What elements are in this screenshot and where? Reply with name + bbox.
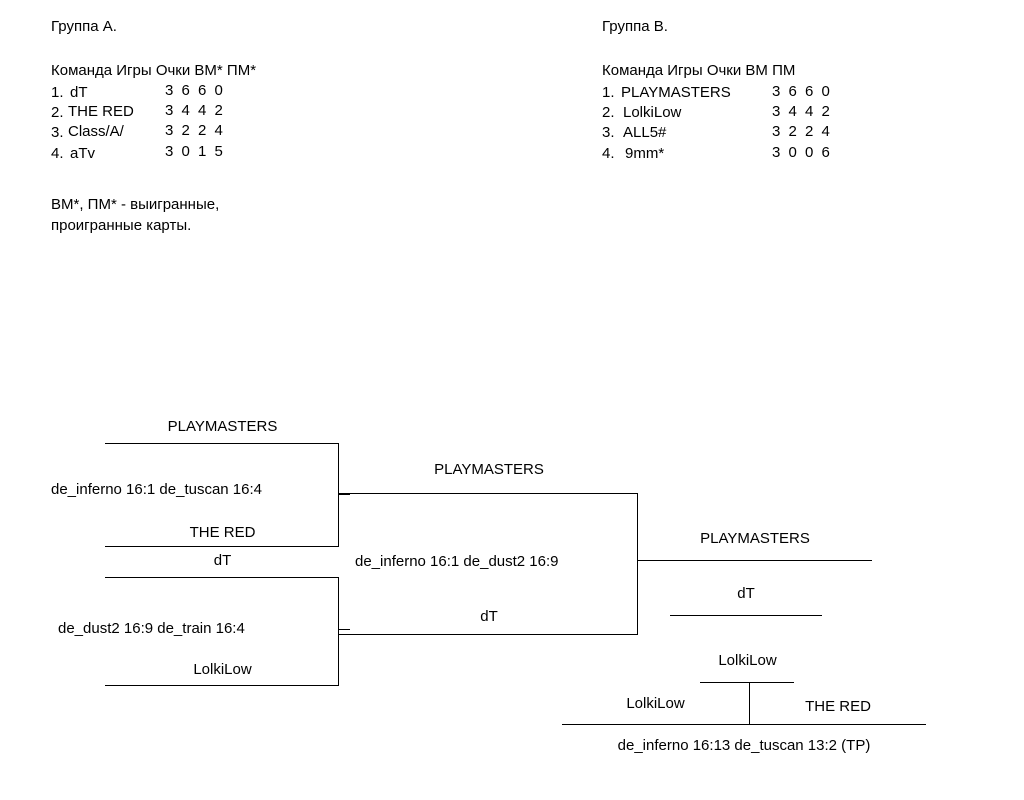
semi-top-bottom-team-label: THE RED [189,524,256,541]
semi-bottom-to-final-stub [338,629,350,630]
final-lower-line [339,634,638,635]
semi-bottom-score: de_dust2 16:9 de_train 16:4 [58,620,245,637]
runner-up-label: dT [737,585,755,602]
semi-bottom-right-connector [338,577,339,686]
table-row-team: aTv [70,145,96,162]
table-row-stats: 3 2 2 4 [165,122,225,139]
table-row-rank: 1. [602,84,615,101]
group-a-table-header: Команда Игры Очки ВМ* ПМ* [51,62,257,79]
third-place-left-team-label: LolkiLow [626,695,685,712]
semi-bottom-bottom-team-label: LolkiLow [193,661,252,678]
semi-bottom-team-label: dT [213,552,232,569]
table-row-team: PLAYMASTERS [621,84,731,101]
table-row-stats: 3 0 0 6 [772,144,832,161]
semi-bottom-lower-line [105,685,339,686]
table-row-stats: 3 4 4 2 [165,102,225,119]
champion-label: PLAYMASTERS [700,530,810,547]
semi-top-right-connector [338,443,339,547]
table-row-team: dT [70,84,88,101]
legend-note-line-1: ВМ*, ПМ* - выигранные, [51,196,220,213]
semi-top-lower-line [105,546,339,547]
semi-bottom-upper-line [105,577,339,578]
final-left-team-label: PLAYMASTERS [434,461,544,478]
third-place-divider [749,682,750,724]
champion-line [638,560,872,561]
table-row-stats: 3 0 1 5 [165,143,225,160]
runner-up-line [670,615,822,616]
semi-top-team-label: PLAYMASTERS [167,418,278,435]
table-row-stats: 3 4 4 2 [772,103,832,120]
table-row-rank: 2. [51,104,64,121]
table-row-stats: 3 6 6 0 [772,83,832,100]
third-place-score: de_inferno 16:13 de_tuscan 13:2 (TP) [617,737,871,754]
table-row-team: 9mm* [625,145,665,162]
table-row-team: Class/A/ [68,123,124,140]
group-b-table-header: Команда Игры Очки ВМ ПМ [602,62,796,79]
table-row-rank: 4. [602,145,615,162]
final-right-connector [637,493,638,635]
final-upper-line [339,493,638,494]
third-place-winner-label: LolkiLow [718,652,777,669]
semi-top-score: de_inferno 16:1 de_tuscan 16:4 [51,481,263,498]
table-row-stats: 3 2 2 4 [772,123,832,140]
third-place-right-team-label: THE RED [805,698,871,715]
table-row-rank: 4. [51,145,64,162]
final-score: de_inferno 16:1 de_dust2 16:9 [355,553,559,570]
table-row-team: THE RED [68,103,134,120]
group-a-title: Группа А. [51,18,117,35]
group-b-title: Группа В. [602,18,668,35]
third-place-base-line [562,724,926,725]
semi-top-to-final-stub [338,494,350,495]
table-row-team: ALL5# [623,124,667,141]
table-row-rank: 2. [602,104,615,121]
third-place-winner-line [700,682,794,683]
table-row-rank: 3. [602,124,615,141]
table-row-stats: 3 6 6 0 [165,82,225,99]
table-row-rank: 3. [51,124,64,141]
legend-note-line-2: проигранные карты. [51,217,192,234]
final-bottom-team-label: dT [480,608,498,625]
table-row-team: LolkiLow [623,104,682,121]
table-row-rank: 1. [51,84,64,101]
semi-top-upper-line [105,443,339,444]
